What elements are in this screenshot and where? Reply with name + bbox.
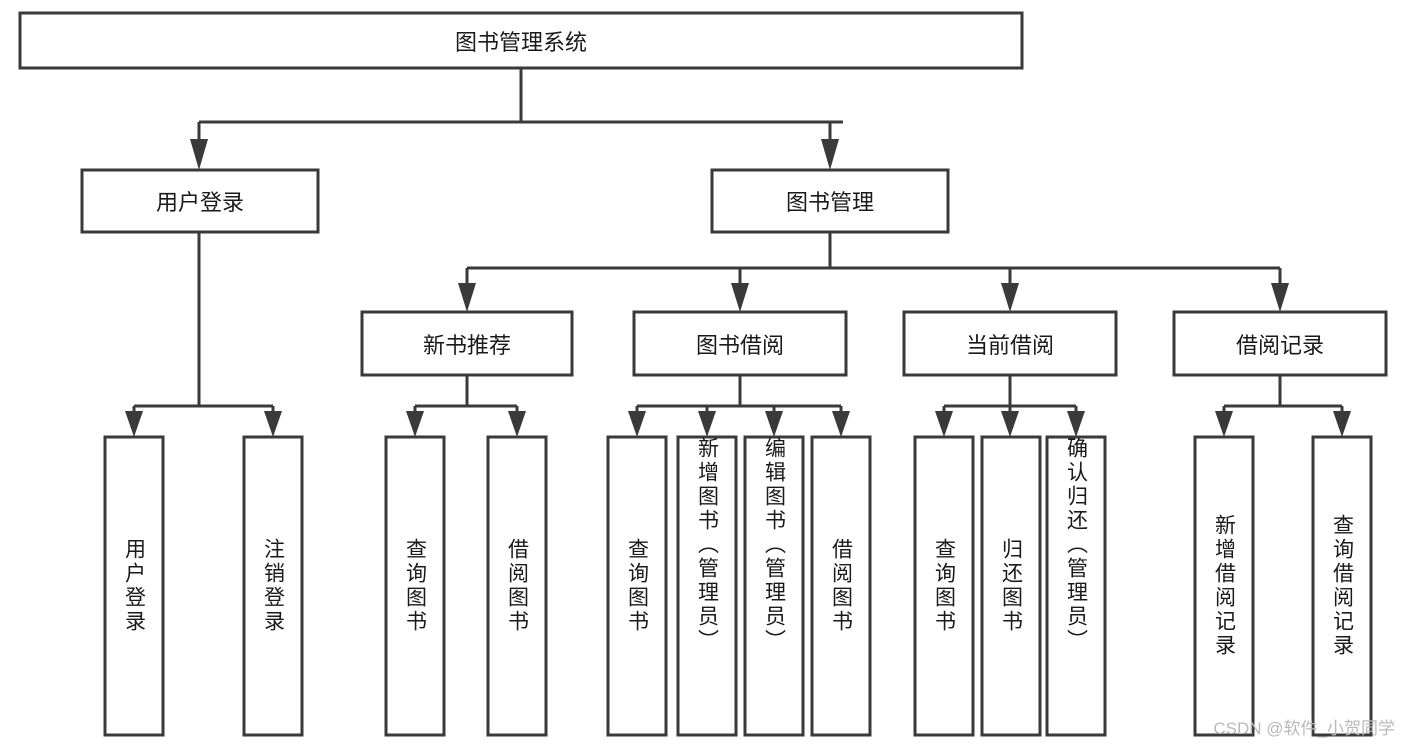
connector-newbook-to-leaves (406, 375, 526, 437)
node-book-management[interactable] (710, 168, 950, 234)
connector-borrowrecord-to-leaves (1215, 375, 1351, 437)
connector-root-to-level2 (190, 68, 843, 170)
node-borrow-record[interactable] (1172, 310, 1388, 377)
connector-level2-to-level3 (458, 232, 1289, 312)
leaf-user-login-0[interactable] (103, 435, 165, 737)
connector-bookborrow-to-leaves (628, 375, 850, 437)
node-current-borrow[interactable] (902, 310, 1118, 377)
leaf-new-book-1[interactable] (486, 435, 548, 737)
leaf-borrow-record-0[interactable] (1193, 435, 1255, 737)
leaf-borrow-record-1[interactable] (1311, 435, 1373, 737)
leaf-book-borrow-0[interactable] (606, 435, 668, 737)
leaf-new-book-0[interactable] (384, 435, 446, 737)
connector-currentborrow-to-leaves (935, 375, 1085, 437)
node-user-login[interactable] (80, 168, 320, 234)
node-root[interactable] (18, 11, 1024, 70)
node-new-book-recommend[interactable] (360, 310, 574, 377)
leaf-book-borrow-2[interactable] (743, 435, 805, 737)
leaf-current-borrow-2[interactable] (1045, 435, 1107, 737)
leaf-user-login-1[interactable] (242, 435, 304, 737)
leaf-book-borrow-1[interactable] (676, 435, 738, 737)
leaf-current-borrow-1[interactable] (980, 435, 1042, 737)
connector-userlogin-to-leaves (125, 232, 282, 437)
leaf-book-borrow-3[interactable] (810, 435, 872, 737)
leaf-current-borrow-0[interactable] (913, 435, 975, 737)
node-book-borrow[interactable] (632, 310, 848, 377)
